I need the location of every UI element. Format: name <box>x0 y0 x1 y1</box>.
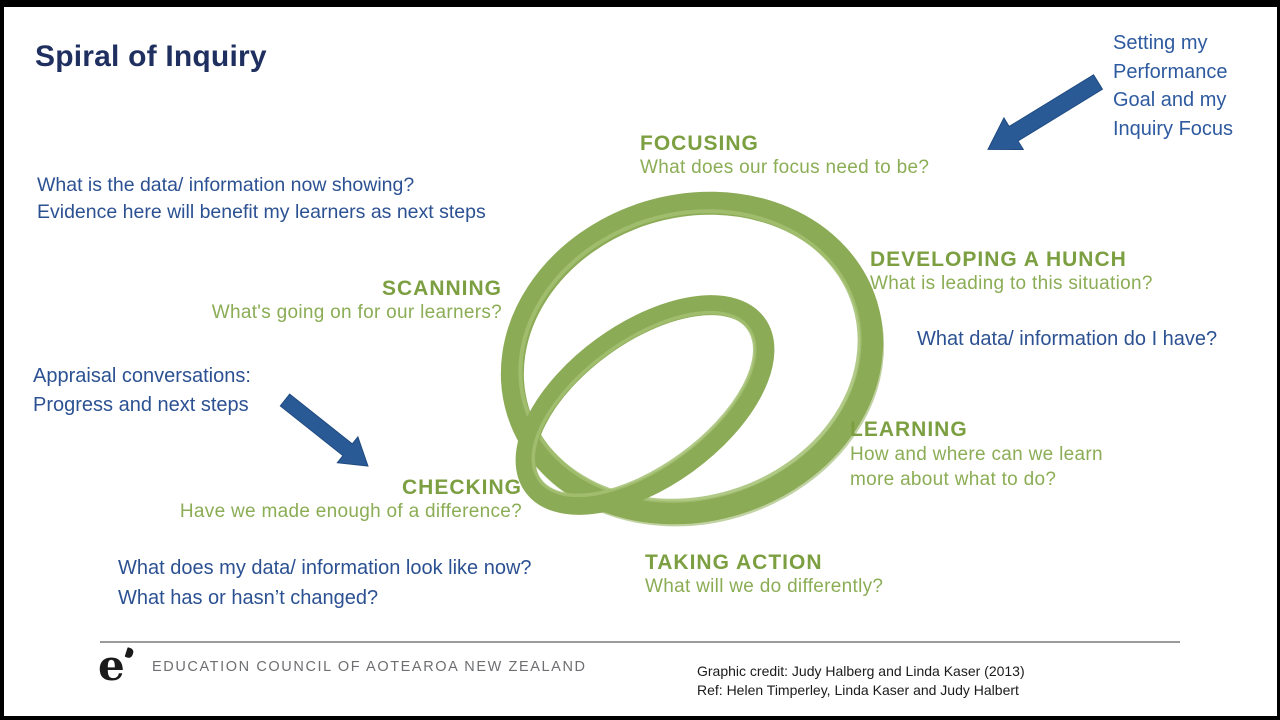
stage-label: LEARNING <box>850 418 968 441</box>
stage-label: FOCUSING <box>640 132 759 155</box>
annotation-line: What has or hasn’t changed? <box>118 587 379 609</box>
annotation-data-have: What data/ information do I have? <box>917 328 1218 350</box>
stage-question: What's going on for our learners? <box>211 302 502 323</box>
education-council-logo-icon: e <box>98 645 146 688</box>
stage-learning: LEARNING How and where can we learn more… <box>850 418 1103 492</box>
annotation-line: Setting my <box>1113 32 1208 54</box>
stage-question-line: more about what to do? <box>850 469 1057 490</box>
annotation-data-look: What does my data/ information look like… <box>118 553 532 613</box>
stage-developing-a-hunch: DEVELOPING A HUNCH What is leading to th… <box>870 248 1230 295</box>
stage-focusing: FOCUSING What does our focus need to be? <box>640 132 929 179</box>
stage-question: What is leading to this situation? <box>870 273 1153 294</box>
logo-glyph: e <box>98 641 125 690</box>
footer-credits: Graphic credit: Judy Halberg and Linda K… <box>697 662 1025 699</box>
stage-scanning: SCANNING What's going on for our learner… <box>140 277 502 324</box>
credit-line: Graphic credit: Judy Halberg and Linda K… <box>697 663 1025 679</box>
page-title: Spiral of Inquiry <box>35 40 267 73</box>
credit-line: Ref: Helen Timperley, Linda Kaser and Ju… <box>697 681 1019 698</box>
annotation-appraisal: Appraisal conversations: Progress and ne… <box>33 362 251 420</box>
annotation-line: What is the data/ information now showin… <box>37 174 415 196</box>
annotation-line: Inquiry Focus <box>1113 117 1234 140</box>
annotation-line: Progress and next steps <box>33 394 249 416</box>
stage-label: CHECKING <box>401 476 522 499</box>
footer-org-name: EDUCATION COUNCIL OF AOTEAROA NEW ZEALAN… <box>152 659 587 675</box>
annotation-line: Evidence here will benefit my learners a… <box>37 201 486 223</box>
stage-question: What does our focus need to be? <box>640 157 930 178</box>
annotation-line: Goal and my <box>1113 89 1227 111</box>
annotation-setting-goal: Setting my Performance Goal and my Inqui… <box>1113 29 1233 143</box>
stage-label: SCANNING <box>381 277 502 300</box>
annotation-line: Appraisal conversations: <box>33 365 251 387</box>
stage-checking: CHECKING Have we made enough of a differ… <box>120 476 522 523</box>
footer-divider <box>100 641 1180 643</box>
stage-label: DEVELOPING A HUNCH <box>870 248 1127 271</box>
stage-question: Have we made enough of a difference? <box>179 501 522 522</box>
stage-label: TAKING ACTION <box>645 551 823 574</box>
annotation-line: What does my data/ information look like… <box>118 557 532 579</box>
stage-taking-action: TAKING ACTION What will we do differentl… <box>645 551 883 598</box>
stage-question: What will we do differently? <box>645 576 884 597</box>
annotation-data-showing: What is the data/ information now showin… <box>37 172 486 226</box>
annotation-line: Performance <box>1113 60 1228 83</box>
stage-question-line: How and where can we learn <box>850 444 1103 465</box>
logo-tick-mark <box>124 647 135 659</box>
